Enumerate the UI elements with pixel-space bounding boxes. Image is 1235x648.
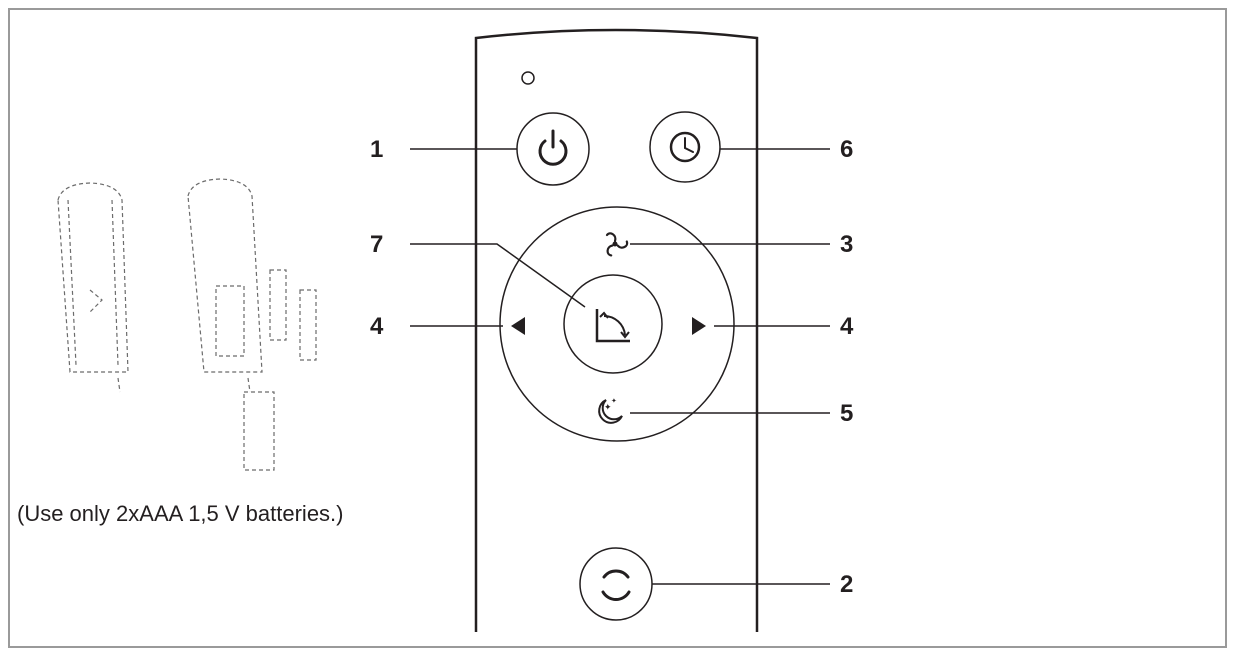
callout-timer: 6	[840, 136, 853, 163]
remote-body	[474, 28, 759, 632]
callout-right-arrow: 4	[840, 313, 854, 340]
led-indicator	[521, 71, 535, 85]
remote-diagram: ✦ ✦ 1 6 3 7 4 4 5 2	[57, 28, 854, 632]
fan-icon	[605, 232, 629, 257]
sleep-button[interactable]: ✦ ✦	[598, 397, 623, 424]
triangle-left-icon[interactable]	[511, 317, 525, 335]
svg-text:✦: ✦	[611, 397, 617, 405]
callout-left-arrow: 4	[370, 313, 384, 340]
callout-oscillation: 7	[370, 231, 383, 258]
battery-illustration	[57, 178, 317, 471]
fan-speed-button[interactable]	[605, 232, 629, 257]
callout-sleep: 5	[840, 400, 853, 427]
callout-fan-speed: 3	[840, 231, 853, 258]
timer-button[interactable]	[649, 111, 721, 183]
callout-power: 1	[370, 136, 383, 163]
moon-stars-icon: ✦ ✦	[598, 397, 623, 424]
ring-icon	[601, 569, 631, 602]
power-button[interactable]	[516, 112, 590, 186]
callout-mode: 2	[840, 571, 853, 598]
oscillation-button[interactable]	[563, 274, 663, 374]
triangle-right-icon[interactable]	[692, 317, 706, 335]
power-icon	[538, 129, 568, 166]
battery-note: (Use only 2xAAA 1,5 V batteries.)	[17, 501, 344, 526]
clock-icon	[669, 131, 701, 163]
mode-button[interactable]	[579, 547, 653, 621]
leader-lines	[410, 148, 830, 585]
svg-text:✦: ✦	[604, 403, 612, 413]
oscillation-icon	[595, 309, 630, 343]
